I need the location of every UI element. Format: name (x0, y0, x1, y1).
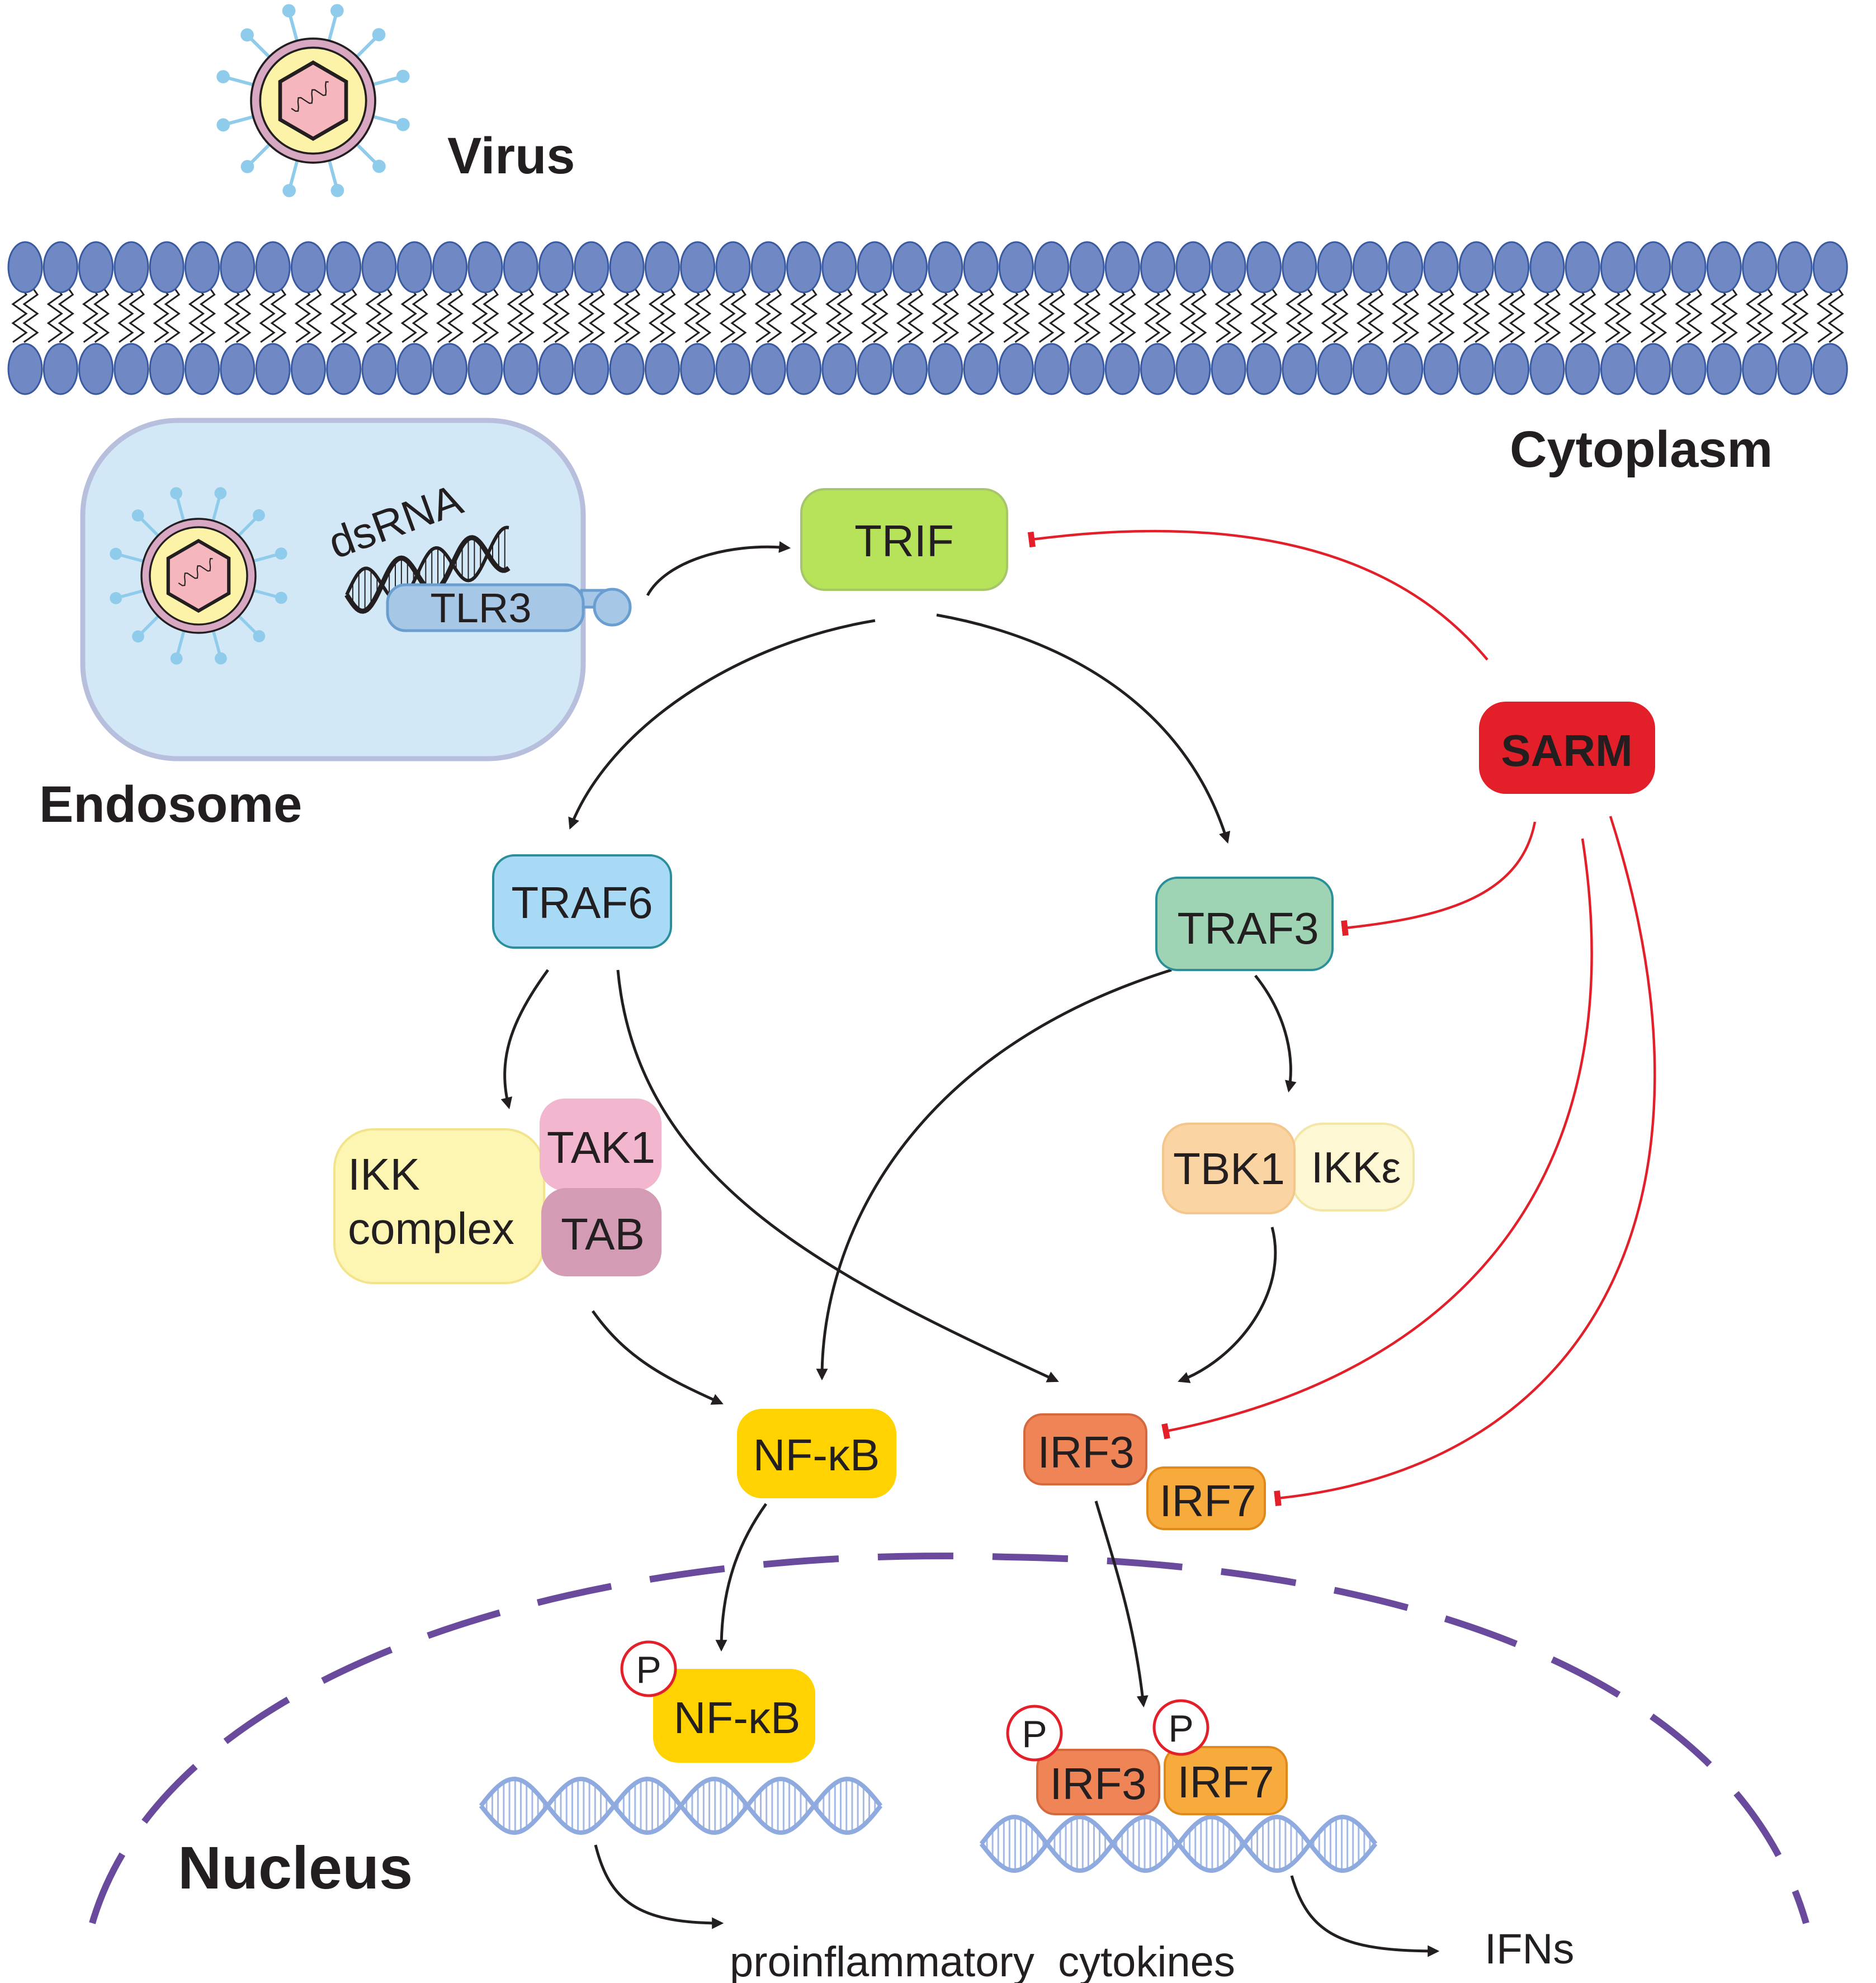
arrow-trif-to-traf3 (936, 613, 1231, 844)
arrow-traf3-to-nfkb (816, 968, 1172, 1381)
arrow-irf-dna-to-ifns (1290, 1875, 1440, 1957)
phospho-badge-irf3 (1006, 1705, 1063, 1762)
nfkb-nuclear-label: NF-κB (674, 1693, 801, 1743)
dna-helix-irf (979, 1814, 1378, 1873)
virus-icon (216, 4, 410, 197)
irf3-nuclear-node (1036, 1749, 1160, 1815)
arrow-traf3-to-tbk1 (1254, 974, 1297, 1093)
phospho-label-irf3: P (1022, 1713, 1047, 1755)
phospho-badge-nfkb (620, 1640, 677, 1697)
arrow-irf3-to-nuclear (1094, 1501, 1149, 1708)
irf7-node (1146, 1466, 1266, 1530)
irf7-nuclear-label: IRF7 (1177, 1757, 1274, 1807)
inhibit-trif (1027, 529, 1488, 661)
inhibit-irf7 (1274, 816, 1656, 1506)
cytoplasm-label: Cytoplasm (1510, 421, 1773, 478)
irf7-label: IRF7 (1159, 1476, 1256, 1526)
arrow-ikk-to-nfkb (591, 1310, 724, 1405)
ikk-complex-label-line2: complex (348, 1204, 514, 1253)
endosome-label: Endosome (39, 776, 302, 833)
phospho-label-irf7: P (1168, 1707, 1193, 1750)
irf3-node (1023, 1413, 1147, 1485)
nucleus-label: Nucleus (178, 1834, 413, 1901)
tab-label: TAB (561, 1209, 645, 1259)
dna-helix-nfkb (479, 1776, 883, 1835)
arrow-tbk1-to-irf3 (1178, 1227, 1277, 1383)
tak1-node (540, 1099, 661, 1191)
irf7-nuclear-node (1164, 1746, 1288, 1815)
endosome-virus-icon (110, 487, 287, 665)
nfkb-nuclear-node (653, 1669, 815, 1763)
tak1-label: TAK1 (547, 1123, 655, 1172)
nuclear-envelope (89, 1553, 1809, 1924)
tlr3-receptor (386, 583, 632, 632)
tlr3-label: TLR3 (431, 585, 532, 631)
phospho-badge-irf7 (1152, 1699, 1209, 1756)
virus-label: Virus (447, 127, 575, 184)
phospho-label-nfkb: P (636, 1649, 661, 1691)
traf6-label: TRAF6 (511, 878, 653, 927)
sarm-node (1479, 702, 1655, 794)
plasma-membrane (7, 241, 1848, 395)
ikke-label: IKKε (1311, 1143, 1401, 1192)
nfkb-label: NF-κB (753, 1430, 880, 1480)
arrow-nfkb-to-nuclear (715, 1503, 768, 1652)
traf6-node (492, 854, 672, 949)
ikk-complex-label-line1: IKK (348, 1149, 420, 1199)
arrow-traf6-to-irf3 (616, 969, 1059, 1383)
trif-label: TRIF (854, 516, 954, 566)
irf3-label: IRF3 (1037, 1427, 1134, 1477)
inhibit-irf3 (1161, 838, 1593, 1440)
activation-arrows (500, 541, 1440, 1957)
irf3-nuclear-label: IRF3 (1050, 1759, 1146, 1809)
ifns-output-label: IFNs (1485, 1925, 1574, 1973)
membrane-tails (11, 285, 1844, 343)
tbk1-node (1162, 1123, 1296, 1214)
arrow-trif-to-traf6 (568, 619, 876, 830)
traf3-node (1155, 877, 1334, 971)
arrow-nfkb-dna-to-cytokines (594, 1844, 724, 1929)
sarm-label: SARM (1501, 726, 1633, 775)
tbk1-label: TBK1 (1173, 1144, 1285, 1194)
arrow-tlr3-to-trif (646, 541, 791, 597)
traf3-label: TRAF3 (1177, 903, 1319, 953)
cytokines-output-label: proinflammatory cytokines (730, 1938, 1235, 1983)
arrow-traf6-to-ikk (500, 969, 550, 1110)
membrane-heads (7, 241, 1848, 395)
inhibit-traf3 (1341, 821, 1537, 936)
nfkb-node (737, 1409, 896, 1498)
sarm-inhibition-lines (1027, 529, 1656, 1506)
trif-node (800, 488, 1008, 591)
tab-node (541, 1188, 661, 1276)
